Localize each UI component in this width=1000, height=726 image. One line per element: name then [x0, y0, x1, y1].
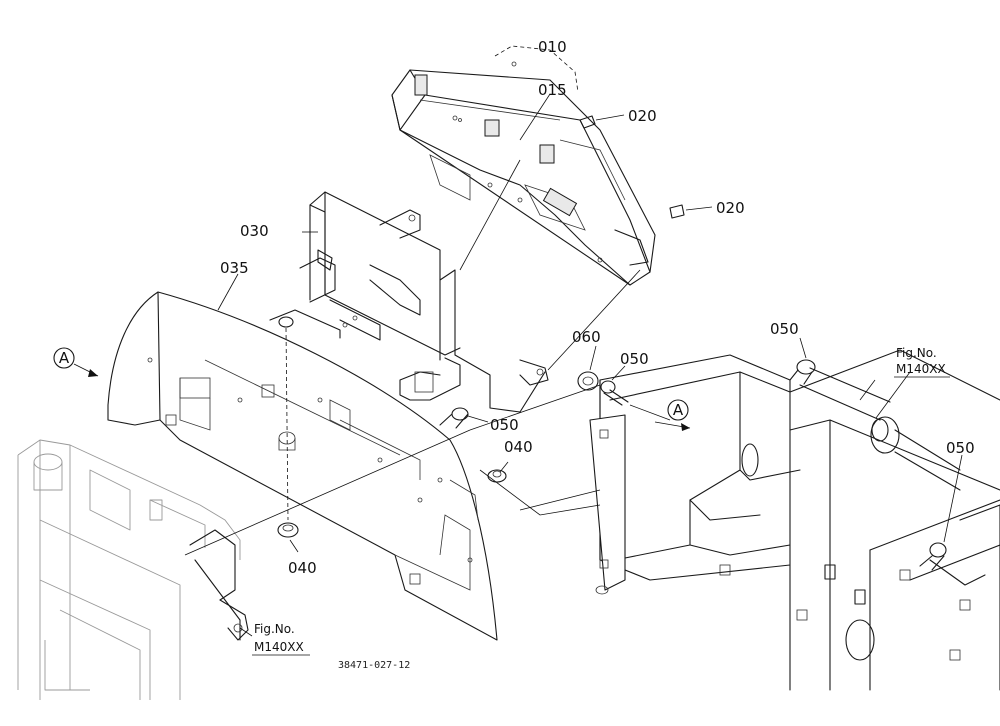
fig-ref-left-line2: M140XX [254, 640, 304, 654]
fig-ref-left-line1: Fig.No. [254, 622, 295, 636]
callout-035: 035 [220, 259, 249, 277]
callout-040-middle: 040 [504, 438, 533, 456]
cover-panel-035 [107, 291, 498, 641]
callout-050-washer: 050 [620, 350, 649, 368]
meter-panel-010 [391, 61, 656, 286]
view-marker-left: A [53, 347, 99, 377]
callout-040-left: 040 [288, 559, 317, 577]
view-marker-left-label: A [59, 349, 70, 367]
callout-060: 060 [572, 328, 601, 346]
drawing-number: 38471-027-12 [338, 660, 410, 671]
view-marker-right-label: A [673, 401, 684, 419]
view-marker-right: A [654, 399, 691, 431]
callout-050-middle: 050 [490, 416, 519, 434]
callout-020-right: 020 [716, 199, 745, 217]
right-chassis [589, 349, 1000, 691]
callout-050-top-right: 050 [770, 320, 799, 338]
left-machine-frame [17, 439, 249, 700]
callout-030: 030 [240, 222, 269, 240]
callout-010: 010 [538, 38, 567, 56]
hardware [277, 115, 947, 571]
callout-015: 015 [538, 81, 567, 99]
callout-050-far-right: 050 [946, 439, 975, 457]
fig-ref-right-line2: M140XX [896, 362, 946, 376]
fig-ref-right-line1: Fig.No. [896, 346, 937, 360]
callout-020-top: 020 [628, 107, 657, 125]
assembly-lines [184, 159, 876, 637]
bracket-030 [269, 191, 549, 413]
callout-leaders [217, 45, 963, 553]
